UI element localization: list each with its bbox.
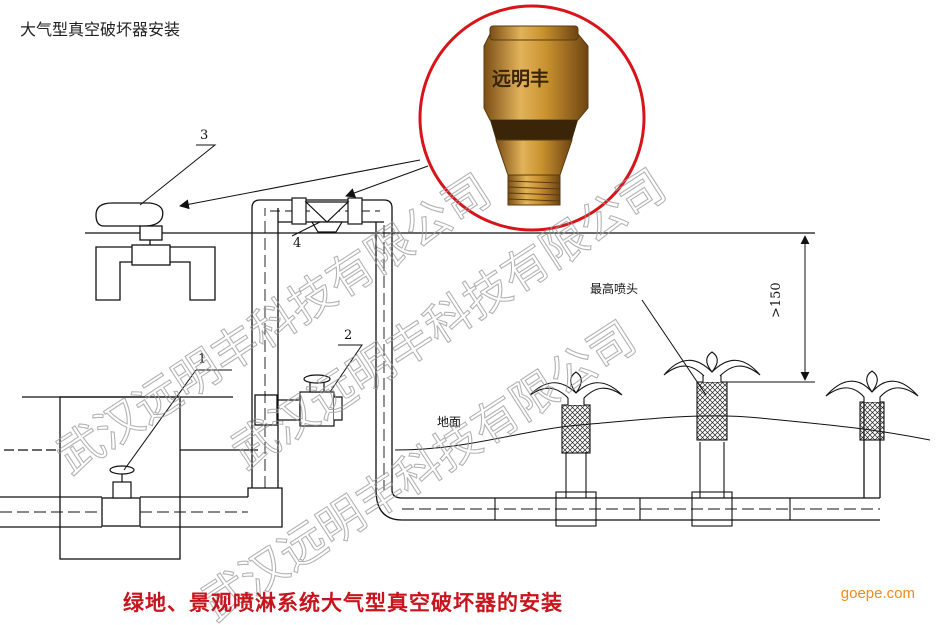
product-photo: 远明丰 (418, 4, 646, 232)
label-item-4: 4 (293, 236, 301, 251)
water-tank (4, 396, 258, 560)
supply-pipe (0, 199, 881, 528)
label-ground: 地面 (437, 415, 461, 429)
label-highest-nozzle: 最高喷头 (590, 281, 638, 296)
brand-engraving: 远明丰 (492, 67, 549, 90)
diagram-title: 大气型真空破坏器安装 (20, 20, 181, 39)
diagram-caption: 绿地、景观喷淋系统大气型真空破坏器的安装 (123, 590, 563, 615)
sprinkler-1 (529, 371, 623, 498)
valve-2 (299, 374, 343, 427)
label-leaders (123, 144, 363, 471)
label-item-3: 3 (200, 128, 208, 143)
valve-1 (109, 465, 135, 499)
pipe-joints (494, 491, 791, 527)
dimension-marker (725, 235, 815, 383)
label-item-1: 1 (198, 352, 206, 367)
ground-surface (394, 415, 931, 451)
vacuum-breaker-3 (95, 202, 216, 301)
highest-nozzle-leader (641, 299, 707, 396)
label-dimension: >150 (769, 282, 784, 318)
source-watermark: goepe.com (840, 585, 915, 602)
vacuum-breaker-4 (291, 197, 363, 233)
sprinkler-2-highest (663, 351, 761, 498)
sprinkler-3 (825, 370, 919, 441)
photo-arrows (179, 159, 429, 210)
label-item-2: 2 (344, 328, 352, 343)
